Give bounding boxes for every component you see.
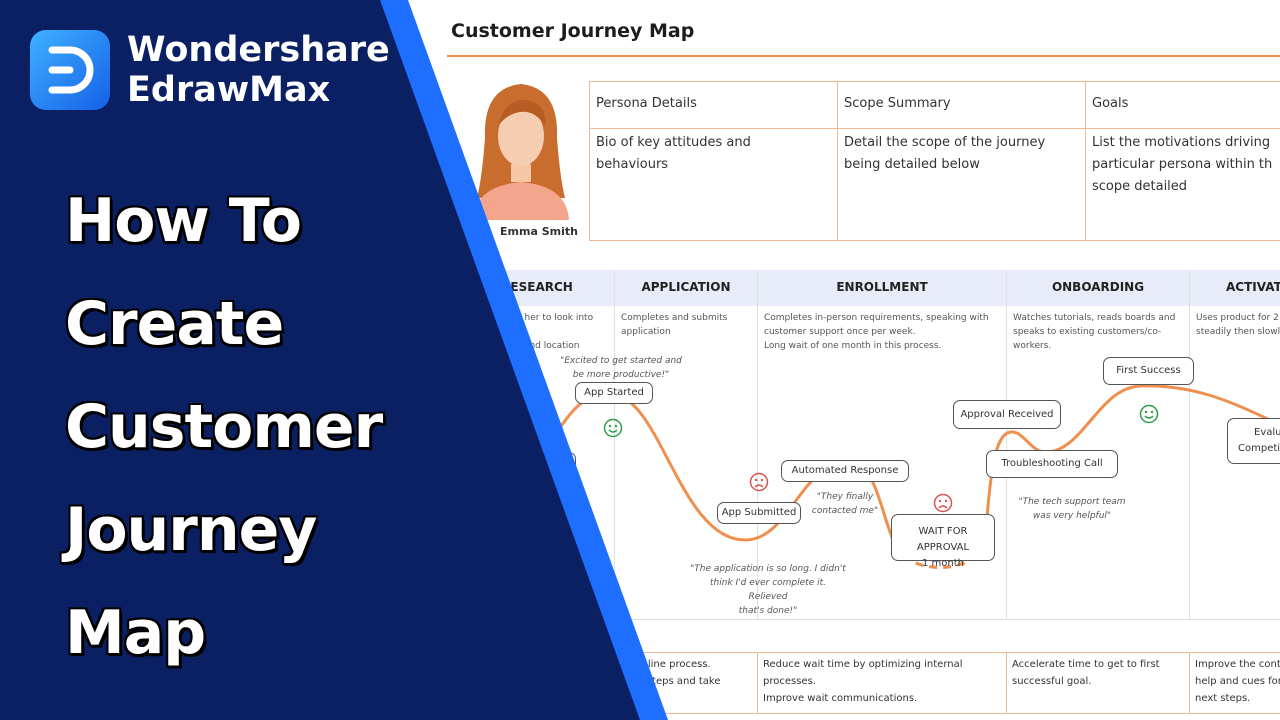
edrawmax-logo: [30, 30, 110, 110]
stage-enrollment-desc: Completes in-person requirements, speaki…: [764, 313, 989, 351]
touchpoint-app-submitted: App Submitted: [717, 502, 801, 524]
opportunities-divider: [757, 652, 758, 714]
touchpoint-wait-for-approval: WAIT FOR APPROVAL 1 month: [891, 514, 995, 569]
stage-divider: [1189, 270, 1190, 620]
stage-activation-desc: Uses product for 2 w steadily then slowl…: [1196, 313, 1280, 337]
quote-application-long: "The application is so long. I didn't th…: [690, 564, 846, 616]
opportunity-onboarding: Accelerate time to get to first successf…: [1012, 659, 1160, 687]
quote-excited: "Excited to get started and be more prod…: [560, 356, 682, 380]
edrawmax-logo-icon: [48, 46, 94, 94]
quote-tech-support: "The tech support team was very helpful": [1018, 497, 1126, 521]
title-underline: [447, 55, 1280, 57]
stage-divider: [757, 270, 758, 620]
header-row-divider: [589, 128, 1280, 129]
stage-enrollment: ENROLLMENT: [758, 270, 1007, 306]
sad-face-icon: [749, 472, 769, 492]
stage-divider: [1006, 270, 1007, 620]
happy-face-icon: [1139, 404, 1159, 424]
stage-activation: ACTIVATI: [1190, 270, 1280, 306]
touchpoint-approval-received: Approval Received: [953, 400, 1061, 429]
touchpoint-evaluates-competitors: Evalu Competiti: [1227, 418, 1280, 464]
stage-onboarding-desc: Watches tutorials, reads boards and spea…: [1013, 313, 1176, 351]
opportunity-activation: Improve the conte help and cues for next…: [1195, 659, 1280, 704]
header-col-divider: [1085, 81, 1086, 241]
touchpoint-app-started: App Started: [575, 382, 653, 404]
brand-name: Wondershare EdrawMax: [127, 30, 390, 110]
touchpoint-automated-response: Automated Response: [781, 460, 909, 482]
sad-face-icon: [933, 493, 953, 513]
header-col-divider: [837, 81, 838, 241]
touchpoint-troubleshooting-call: Troubleshooting Call: [986, 450, 1118, 478]
touchpoint-research-partial: [540, 452, 576, 476]
scope-summary-body: Detail the scope of the journey being de…: [844, 135, 1046, 172]
scope-summary-heading: Scope Summary: [844, 96, 951, 111]
headline: How To Create Customer Journey Map: [65, 186, 383, 668]
opportunity-enrollment: Reduce wait time by optimizing internal …: [763, 659, 963, 704]
touchpoint-first-success: First Success: [1103, 357, 1194, 385]
goals-heading: Goals: [1092, 96, 1129, 111]
map-bottom-rule: [460, 619, 1280, 620]
quote-finally-contacted: "They finally contacted me": [811, 492, 879, 516]
opportunities-divider: [1006, 652, 1007, 714]
stage-onboarding: ONBOARDING: [1007, 270, 1190, 306]
goals-body: List the motivations driving particular …: [1092, 135, 1273, 194]
happy-face-icon: [603, 418, 623, 438]
opportunities-divider: [1189, 652, 1190, 714]
opportunity-research: amline process. ce steps and take: [632, 659, 721, 687]
